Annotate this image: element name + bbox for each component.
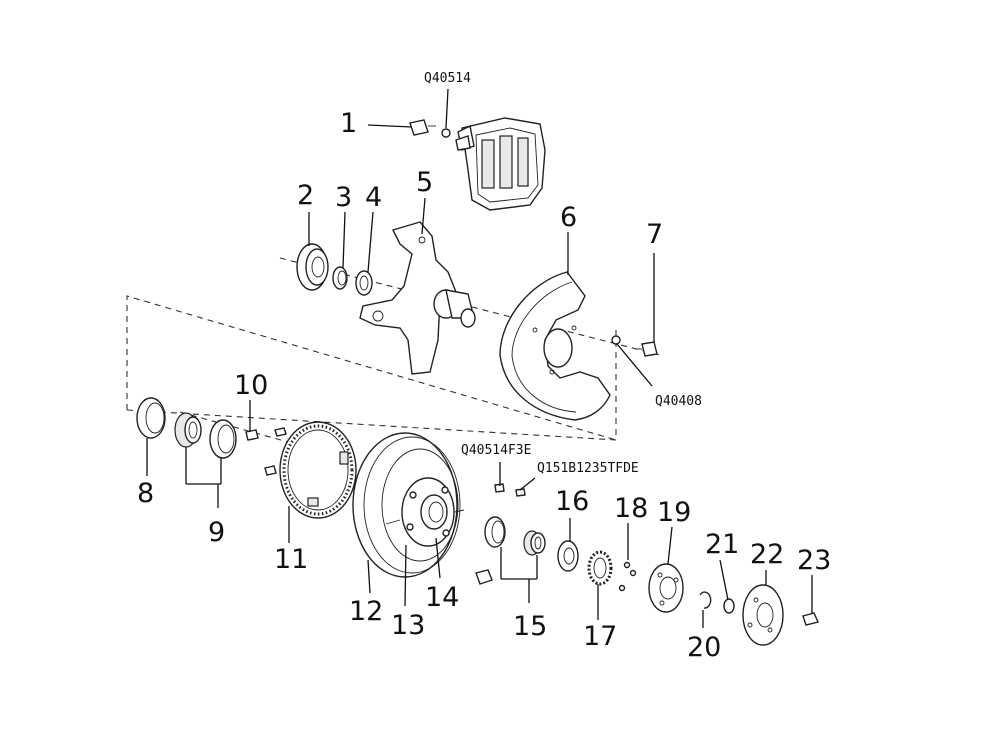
part-code-c: Q40514F3E [461,443,531,458]
shield-washer [611,335,621,345]
drive-flange [648,563,684,613]
callout-19: 19 [657,497,691,528]
callout-21: 21 [705,529,739,560]
callout-14: 14 [425,582,459,613]
callout-9: 9 [208,517,225,548]
caliper-washer [441,128,451,138]
callout-22: 22 [750,539,784,570]
callout-23: 23 [797,545,831,576]
brake-caliper [455,117,546,211]
callout-8: 8 [137,478,154,509]
outer-seal [136,397,166,439]
callout-17: 17 [583,621,617,652]
callout-11: 11 [274,544,308,575]
callout-13: 13 [391,610,425,641]
small-screws [618,561,637,592]
part-code-b: Q40408 [655,394,702,409]
caliper-bolt [409,119,436,136]
callout-3: 3 [335,182,352,213]
thrust-washer [355,270,373,296]
oil-seal [296,243,329,291]
steering-knuckle [359,221,476,375]
part-code-labels: Q40514 Q40408 Q40514F3E Q151B1235TFDE [424,71,702,476]
callout-20: 20 [687,632,721,663]
callout-16: 16 [555,486,589,517]
outer-race [484,516,506,548]
callout-12: 12 [349,596,383,627]
tapered-bearing [174,412,202,448]
shield-bolt [635,341,658,357]
callout-15: 15 [513,611,547,642]
sensor-screw [245,427,287,476]
snap-ring [699,591,712,609]
outer-bearing [523,530,546,556]
part-code-d: Q151B1235TFDE [537,461,639,476]
callout-18: 18 [614,493,648,524]
callout-6: 6 [560,202,577,233]
lock-nut [557,540,579,572]
leader-lines [146,88,813,628]
dust-shield [499,271,611,421]
callout-5: 5 [416,167,433,198]
callout-10: 10 [234,370,268,401]
callout-7: 7 [646,219,663,250]
part-code-a: Q40514 [424,71,471,86]
wheel-hub [385,477,465,547]
inner-bearing [332,266,348,290]
flange-washer [723,598,735,614]
callout-1: 1 [340,108,357,139]
callout-2: 2 [297,180,314,211]
abs-tone-ring [279,421,357,519]
bearing-race [209,419,237,459]
callout-4: 4 [365,182,382,213]
callout-numbers: 1 2 3 4 5 6 7 8 9 10 11 12 13 14 15 16 1… [137,108,831,663]
wheel-nut [475,569,493,585]
cap-bolt [802,612,819,626]
hub-cap [742,584,784,646]
tab-washer [587,550,613,586]
